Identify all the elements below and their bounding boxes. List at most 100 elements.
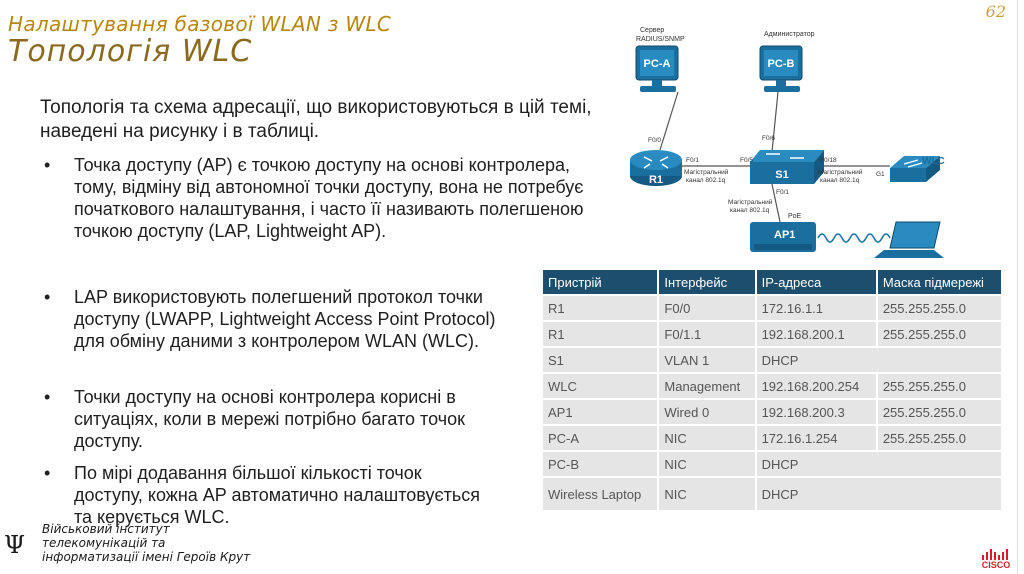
router-icon bbox=[630, 150, 682, 186]
pc-a-icon bbox=[635, 45, 679, 92]
bullet-dot: • bbox=[44, 387, 51, 407]
table-cell: Management bbox=[659, 374, 755, 398]
link-s1-ap1 bbox=[771, 183, 781, 223]
table-cell: 192.168.200.3 bbox=[756, 400, 876, 424]
bullet-dot: • bbox=[44, 155, 51, 175]
interface-label: F0/1 bbox=[686, 157, 699, 164]
table-row: R1 F0/1.1 192.168.200.1 255.255.255.0 bbox=[543, 322, 1001, 346]
trunk-label: Магістральний bbox=[684, 168, 729, 176]
table-row: WLC Management 192.168.200.254 255.255.2… bbox=[543, 374, 1001, 398]
section-title: Налаштування базової WLAN з WLC bbox=[8, 12, 392, 36]
interface-label: G1 bbox=[876, 171, 885, 178]
bullet-item: • Точки доступу на основі контролера кор… bbox=[44, 386, 524, 452]
table-row: AP1 Wired 0 192.168.200.3 255.255.255.0 bbox=[543, 400, 1001, 424]
network-topology-diagram: PC-A Сервер RADIUS/SNMP PC-B Администрат… bbox=[630, 27, 945, 258]
intro-text: Топологія та схема адресації, що викорис… bbox=[40, 97, 592, 142]
table-row: PC-A NIC 172.16.1.254 255.255.255.0 bbox=[543, 426, 1001, 450]
slide-border bbox=[1017, 0, 1018, 574]
bullet-dot: • bbox=[44, 463, 51, 483]
column-header-ip: IP-адреса bbox=[756, 270, 876, 294]
interface-label: F0/5 bbox=[740, 157, 753, 164]
s1-label: S1 bbox=[775, 169, 788, 181]
table-cell: 255.255.255.0 bbox=[877, 322, 1001, 346]
table-cell: 255.255.255.0 bbox=[877, 374, 1001, 398]
pc-b-caption: Администратор bbox=[764, 31, 815, 38]
wlc-label: WLC bbox=[922, 156, 945, 167]
table-cell: R1 bbox=[543, 296, 658, 320]
wlc-icon bbox=[890, 156, 940, 182]
table-cell: Wireless Laptop bbox=[543, 478, 658, 510]
table-row: R1 F0/0 172.16.1.1 255.255.255.0 bbox=[543, 296, 1001, 320]
table-cell: AP1 bbox=[543, 400, 658, 424]
institute-name: Військовий інститут телекомунікацій та і… bbox=[42, 522, 251, 564]
table-cell: 192.168.200.1 bbox=[756, 322, 876, 346]
table-cell: 255.255.255.0 bbox=[877, 426, 1001, 450]
wireless-signal-icon bbox=[817, 233, 891, 243]
trunk-label: канал 802.1q bbox=[686, 177, 726, 184]
table-cell: 172.16.1.254 bbox=[756, 426, 876, 450]
bullet-item: • LAP використовують полегшений протокол… bbox=[44, 286, 524, 352]
cisco-bars-icon bbox=[982, 549, 1008, 560]
trident-logo-icon: Ψ bbox=[4, 531, 26, 559]
table-cell: F0/1.1 bbox=[659, 322, 755, 346]
ap1-label: AP1 bbox=[774, 229, 795, 241]
interface-label: F0/1 bbox=[776, 189, 789, 196]
bullet-dot: • bbox=[44, 287, 51, 307]
table-cell: DHCP bbox=[756, 452, 1001, 476]
laptop-icon bbox=[874, 221, 944, 258]
pc-b-label: PC-B bbox=[768, 58, 795, 70]
table-cell: DHCP bbox=[756, 478, 1001, 510]
table-cell: 255.255.255.0 bbox=[877, 400, 1001, 424]
pc-a-label: PC-A bbox=[644, 58, 671, 70]
table-cell: S1 bbox=[543, 348, 658, 372]
table-cell: PC-A bbox=[543, 426, 658, 450]
interface-label: F0/18 bbox=[820, 157, 837, 164]
switch-icon bbox=[750, 150, 824, 184]
link-pcb-s1 bbox=[771, 91, 779, 153]
table-row: PC-B NIC DHCP bbox=[543, 452, 1001, 476]
pc-b-icon bbox=[759, 45, 803, 92]
pc-a-caption: Сервер bbox=[640, 27, 664, 34]
table-cell: 192.168.200.254 bbox=[756, 374, 876, 398]
table-cell: 255.255.255.0 bbox=[877, 296, 1001, 320]
table-cell: Wired 0 bbox=[659, 400, 755, 424]
table-cell: DHCP bbox=[756, 348, 1001, 372]
page-title: Топологія WLC bbox=[8, 34, 253, 69]
table-cell: R1 bbox=[543, 322, 658, 346]
trunk-label: канал 802.1q bbox=[820, 177, 860, 184]
access-point-icon bbox=[750, 222, 816, 252]
addressing-table: Пристрій Інтерфейс IP-адреса Маска підме… bbox=[541, 268, 1003, 512]
pc-a-caption-2: RADIUS/SNMP bbox=[636, 36, 685, 43]
table-cell: WLC bbox=[543, 374, 658, 398]
table-cell: NIC bbox=[659, 478, 755, 510]
trunk-label: Магістральний bbox=[728, 198, 773, 206]
page-number: 62 bbox=[985, 2, 1006, 21]
table-row: S1 VLAN 1 DHCP bbox=[543, 348, 1001, 372]
table-cell: PC-B bbox=[543, 452, 658, 476]
bullet-text: Точка доступу (AP) є точкою доступу на о… bbox=[74, 155, 584, 241]
bullet-text: Точки доступу на основі контролера корис… bbox=[74, 387, 465, 451]
table-row: Wireless Laptop NIC DHCP bbox=[543, 478, 1001, 510]
table-cell: NIC bbox=[659, 452, 755, 476]
cisco-wordmark: CISCO bbox=[981, 560, 1011, 570]
link-pca-r1 bbox=[659, 91, 679, 151]
column-header-interface: Інтерфейс bbox=[659, 270, 755, 294]
bullet-item: • По мірі додавання більшої кількості то… bbox=[44, 462, 494, 528]
table-cell: 172.16.1.1 bbox=[756, 296, 876, 320]
poe-label: PoE bbox=[788, 213, 802, 220]
table-header-row: Пристрій Інтерфейс IP-адреса Маска підме… bbox=[543, 270, 1001, 294]
table-cell: NIC bbox=[659, 426, 755, 450]
bullet-item: • Точка доступу (AP) є точкою доступу на… bbox=[44, 154, 604, 242]
trunk-label: Магістральний bbox=[818, 168, 863, 176]
trunk-label: канал 802.1q bbox=[730, 207, 770, 214]
table-cell: VLAN 1 bbox=[659, 348, 755, 372]
column-header-device: Пристрій bbox=[543, 270, 658, 294]
table-cell: F0/0 bbox=[659, 296, 755, 320]
interface-label: F0/0 bbox=[648, 137, 661, 144]
cisco-logo: CISCO bbox=[976, 548, 1016, 572]
r1-label: R1 bbox=[649, 174, 663, 186]
interface-label: F0/6 bbox=[762, 135, 775, 142]
bullet-text: По мірі додавання більшої кількості точо… bbox=[74, 463, 481, 527]
column-header-mask: Маска підмережі bbox=[877, 270, 1001, 294]
